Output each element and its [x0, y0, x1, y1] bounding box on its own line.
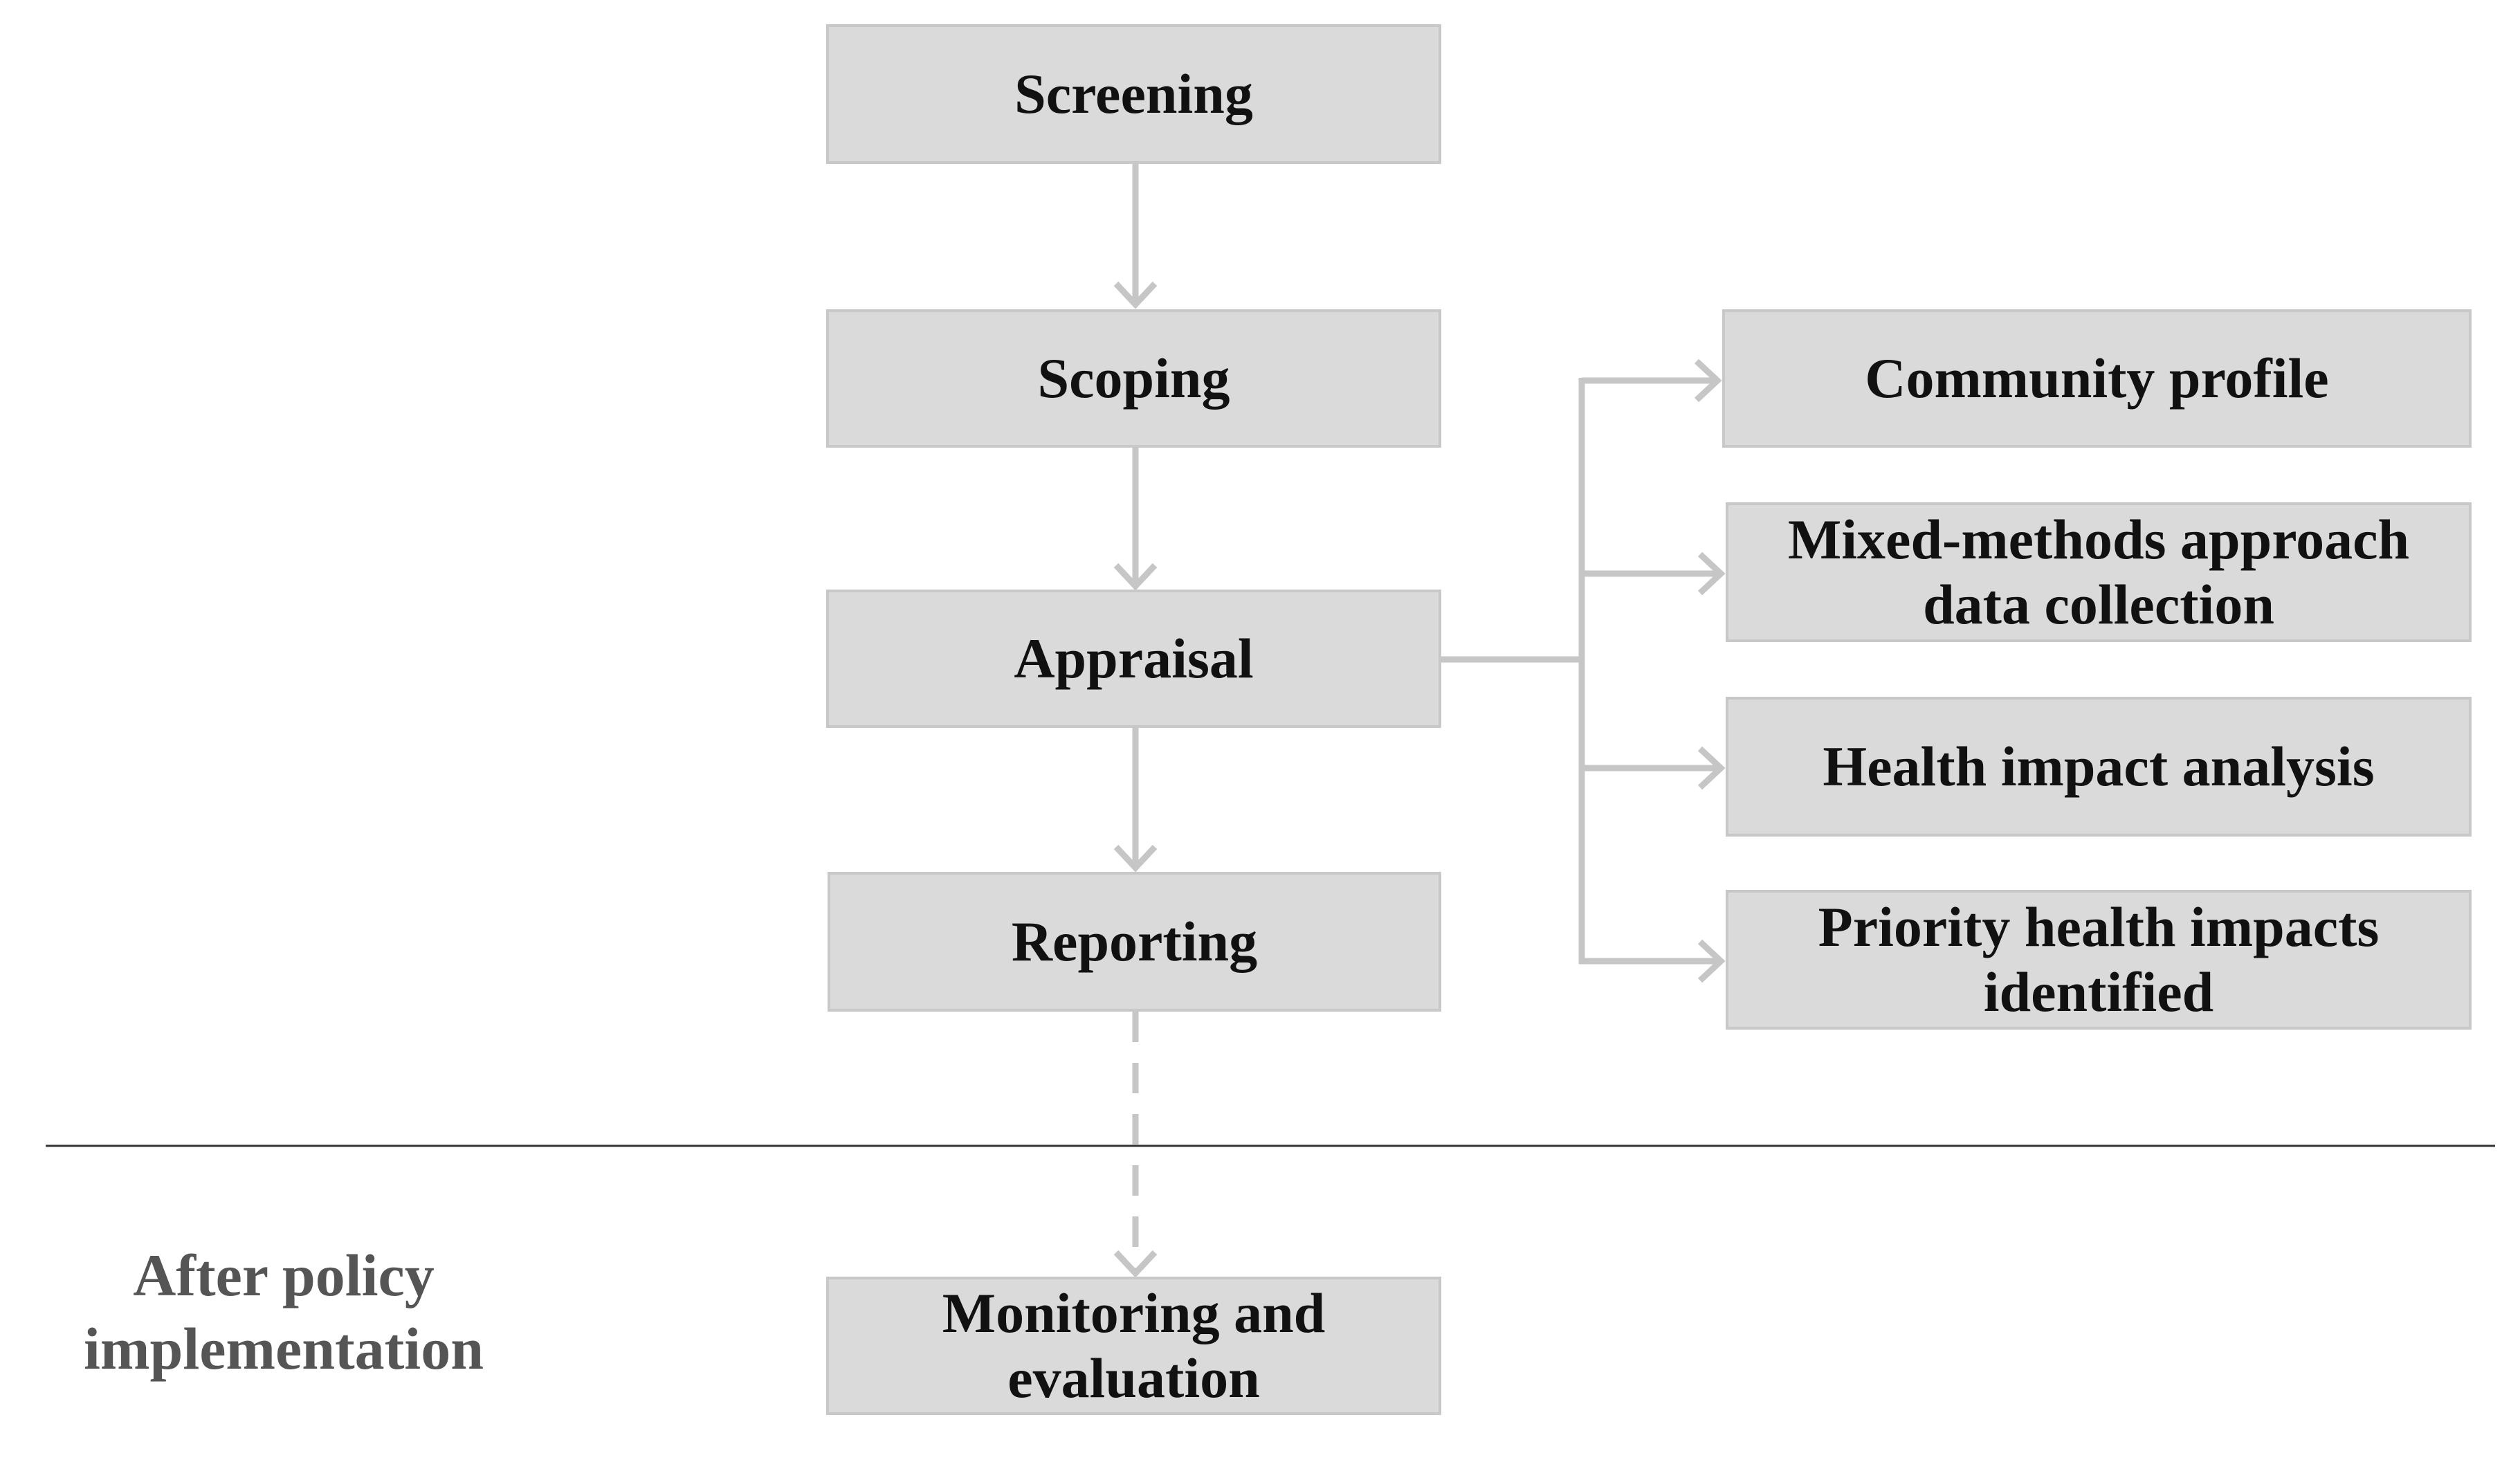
arrowhead-scoping [1113, 281, 1158, 309]
monitoring-label-line-1: Monitoring and [942, 1281, 1326, 1344]
arrowhead-monitoring [1113, 1250, 1158, 1278]
appraisal-box: Appraisal [826, 590, 1441, 728]
priority-impacts-label-line-1: Priority health impacts [1818, 895, 2380, 958]
community-profile-box: Community profile [1722, 309, 2472, 448]
after-policy-implementation-label: After policy implementation [28, 1239, 540, 1385]
health-impact-analysis-box: Health impact analysis [1726, 697, 2472, 837]
community-profile-label: Community profile [1865, 347, 2329, 410]
screening-label: Screening [1014, 62, 1253, 125]
mixed-methods-box: Mixed-methods approach data collection [1726, 502, 2472, 642]
health-impact-analysis-label: Health impact analysis [1823, 735, 2375, 798]
priority-impacts-box: Priority health impacts identified [1726, 890, 2472, 1030]
arrowhead-reporting [1113, 844, 1158, 873]
screening-box: Screening [826, 24, 1441, 164]
phase-label-line-1: After policy [133, 1242, 435, 1308]
phase-label-line-2: implementation [83, 1315, 484, 1382]
mixed-methods-label-line-2: data collection [1923, 573, 2274, 636]
arrowhead-community-profile [1694, 358, 1722, 403]
reporting-label: Reporting [1011, 910, 1258, 973]
monitoring-label-line-2: evaluation [1007, 1347, 1260, 1409]
scoping-label: Scoping [1037, 347, 1230, 410]
monitoring-box: Monitoring and evaluation [826, 1277, 1441, 1415]
appraisal-label: Appraisal [1014, 627, 1254, 690]
mixed-methods-label-line-1: Mixed-methods approach [1787, 508, 2410, 571]
priority-impacts-label-line-2: identified [1983, 960, 2214, 1023]
arrowhead-priority-impacts [1697, 939, 1726, 983]
arrowhead-health-impact-analysis [1697, 746, 1726, 790]
scoping-box: Scoping [826, 309, 1441, 448]
arrowhead-mixed-methods [1697, 551, 1726, 596]
arrowhead-appraisal [1113, 563, 1158, 591]
reporting-box: Reporting [828, 872, 1441, 1012]
